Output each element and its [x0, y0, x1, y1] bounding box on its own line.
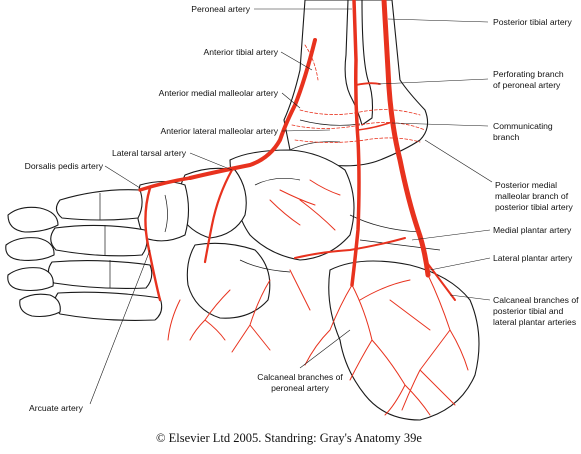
arcuate-artery-vessel	[144, 186, 162, 302]
leader-anterior-medial-malleolar	[281, 92, 301, 109]
leader-perforating	[377, 78, 489, 85]
metatarsal-4	[53, 291, 163, 321]
label-posterior-medial-malleolar-3: posterior tibial artery	[495, 202, 574, 212]
metatarsal-1	[55, 189, 143, 221]
label-communicating-branch-2: branch	[493, 132, 519, 142]
leader-posterior-medial-malleolar	[424, 139, 493, 183]
label-anterior-medial-malleolar-artery: Anterior medial malleolar artery	[159, 88, 279, 98]
leader-dorsalis-pedis	[104, 165, 141, 189]
label-anterior-lateral-malleolar-artery: Anterior lateral malleolar artery	[161, 126, 279, 136]
labels: Peroneal artery Posterior tibial artery …	[25, 4, 579, 445]
label-posterior-medial-malleolar-1: Posterior medial	[495, 180, 557, 190]
metatarsal-3	[47, 260, 153, 289]
label-anterior-tibial-artery: Anterior tibial artery	[203, 47, 278, 57]
metatarsal-2	[50, 224, 148, 257]
leader-anterior-tibial	[280, 51, 313, 71]
label-lateral-tarsal-artery: Lateral tarsal artery	[112, 148, 187, 158]
label-arcuate-artery: Arcuate artery	[29, 403, 84, 413]
label-calcaneal-pt-2: posterior tibial and	[493, 306, 563, 316]
label-perforating-branch-2: of peroneal artery	[493, 80, 561, 90]
posterior-tibial-artery-vessel	[381, 0, 431, 278]
copyright-credit: © Elsevier Ltd 2005. Standring: Gray's A…	[156, 431, 422, 445]
communicating-branch-vessel	[357, 121, 393, 131]
peroneal-artery-vessel	[350, 0, 361, 287]
leader-arcuate	[89, 249, 151, 405]
label-communicating-branch-1: Communicating	[493, 121, 553, 131]
label-posterior-tibial-artery: Posterior tibial artery	[493, 17, 573, 27]
phalanges	[5, 206, 61, 318]
label-calcaneal-pt-1: Calcaneal branches of	[493, 295, 579, 305]
fibula	[344, 0, 374, 126]
leader-lateral-plantar	[429, 257, 491, 271]
leader-lines	[89, 8, 493, 405]
lateral-tarsal-vessel	[203, 168, 234, 264]
label-calcaneal-pt-3: lateral plantar arteries	[493, 317, 576, 327]
label-medial-plantar-artery: Medial plantar artery	[493, 225, 572, 235]
label-calcaneal-peroneal-1: Calcaneal branches of	[257, 372, 343, 382]
bone-detail	[99, 119, 441, 288]
arteries	[138, 0, 469, 416]
leader-communicating	[391, 122, 489, 127]
bone-outlines	[5, 0, 480, 421]
anterior-tibial-artery-vessel	[188, 38, 317, 180]
label-calcaneal-peroneal-2: peroneal artery	[271, 383, 330, 393]
label-lateral-plantar-artery: Lateral plantar artery	[493, 253, 573, 263]
calcaneal-network	[167, 179, 469, 416]
leader-anterior-lateral-malleolar	[281, 129, 331, 132]
cuboid	[186, 242, 271, 319]
label-dorsalis-pedis-artery: Dorsalis pedis artery	[25, 161, 104, 171]
leader-posterior-tibial	[387, 18, 489, 23]
calcaneus	[328, 260, 480, 421]
leader-calcaneal-peroneal	[299, 329, 351, 369]
label-peroneal-artery: Peroneal artery	[191, 4, 250, 14]
leader-medial-plantar	[411, 229, 491, 241]
lateral-plantar-vessel	[424, 259, 456, 301]
label-posterior-medial-malleolar-2: malleolar branch of	[495, 191, 569, 201]
leader-lateral-tarsal	[189, 152, 233, 171]
malleolar-network	[291, 44, 426, 143]
label-perforating-branch-1: Perforating branch	[493, 69, 564, 79]
leader-calcaneal-pt	[449, 294, 491, 301]
dorsalis-pedis-vessel	[138, 176, 192, 192]
medial-plantar-vessel	[294, 237, 406, 259]
